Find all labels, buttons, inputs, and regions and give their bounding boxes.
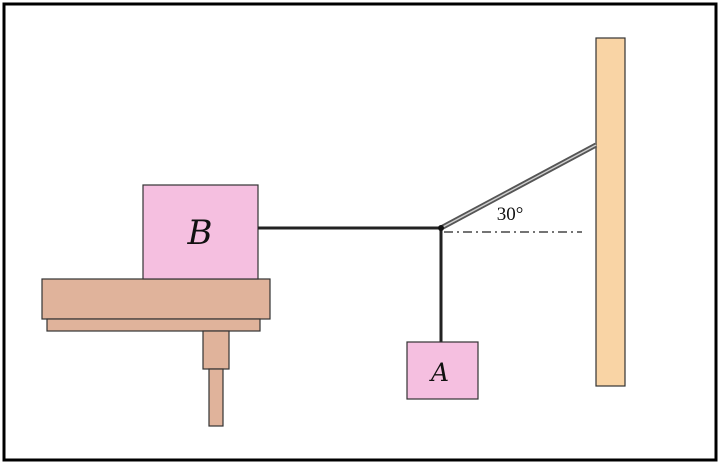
table-lip [46,318,261,332]
block-b-label: B [187,213,213,253]
angle-label: 30° [497,204,524,225]
table-post [202,330,230,370]
table-leg [208,368,224,427]
table-top [41,278,271,320]
block-a [406,341,479,400]
block-b [142,184,259,280]
knot [438,225,444,231]
block-a-label: A [429,358,449,387]
rope-inclined-core [440,144,597,229]
wall [595,37,626,387]
